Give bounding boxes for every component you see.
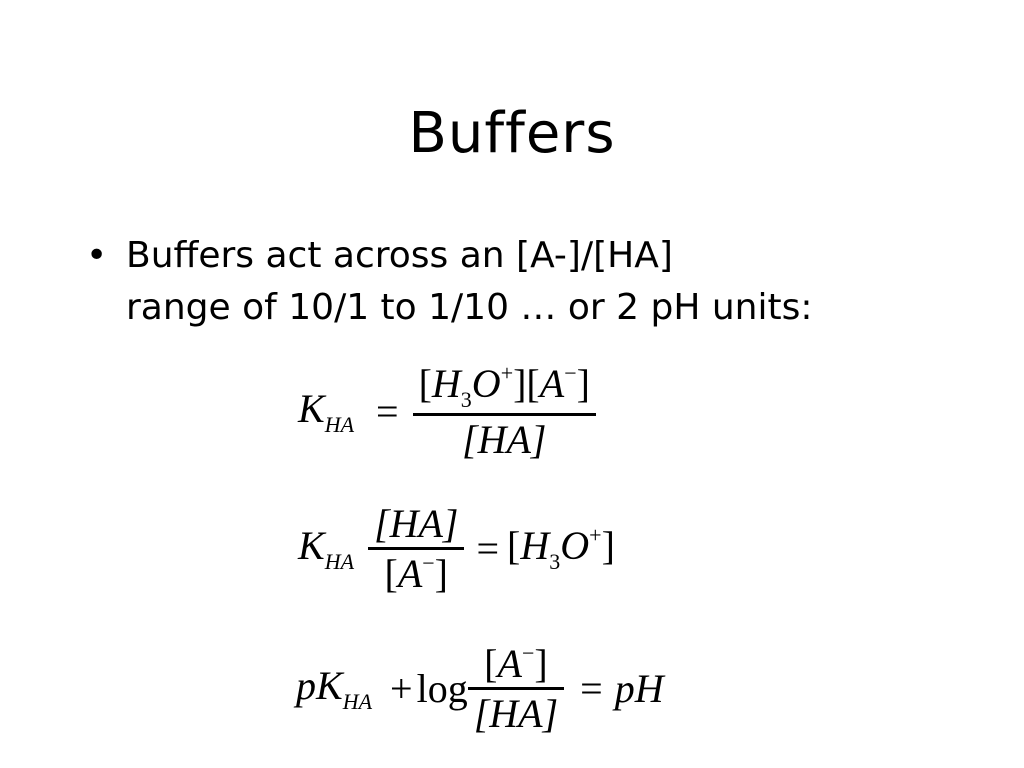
bullet-marker: • [86, 235, 108, 276]
eq2-rhs: [H3O+] [507, 522, 615, 574]
eq1-fraction: [H3O+][A−] [HA] [412, 360, 596, 463]
eq3-fraction-bar [467, 687, 565, 690]
equation-1: KHA = [H3O+][A−] [HA] [298, 360, 596, 463]
eq3-numerator: [A−] [484, 640, 548, 687]
eq2-fraction-bar [368, 547, 465, 550]
eq2-fraction: [HA] [A−] [368, 500, 465, 597]
eq2-equals: = [476, 526, 500, 571]
eq1-fraction-bar [412, 412, 596, 416]
eq1-numerator: [H3O+][A−] [418, 360, 590, 412]
slide-title: Buffers [408, 101, 616, 166]
equation-3: pKHA + log [A−] [HA] = pH [296, 640, 664, 737]
eq1-k: KHA [298, 386, 355, 437]
equation-2: KHA [HA] [A−] = [H3O+] [298, 500, 615, 597]
eq2-numerator: [HA] [374, 501, 459, 546]
eq2-k: KHA [298, 523, 355, 574]
eq3-pk: pKHA [296, 663, 373, 714]
bullet-text: Buffers act across an [A-]/[HA] range of… [126, 230, 966, 334]
eq3-denominator: [HA] [473, 691, 559, 736]
eq3-log: log [416, 666, 468, 711]
bullet-line-2: range of 10/1 to 1/10 … or 2 pH units: [126, 287, 813, 328]
bullet-line-1: Buffers act across an [A-]/[HA] [126, 235, 673, 276]
eq1-equals: = [376, 388, 399, 434]
eq3-fraction: [A−] [HA] [467, 640, 565, 737]
eq1-denominator: [HA] [462, 416, 547, 462]
eq3-equals: = [580, 666, 603, 711]
eq3-plus: + [390, 666, 413, 711]
eq2-denominator: [A−] [384, 550, 448, 597]
eq3-rhs: pH [614, 666, 664, 711]
